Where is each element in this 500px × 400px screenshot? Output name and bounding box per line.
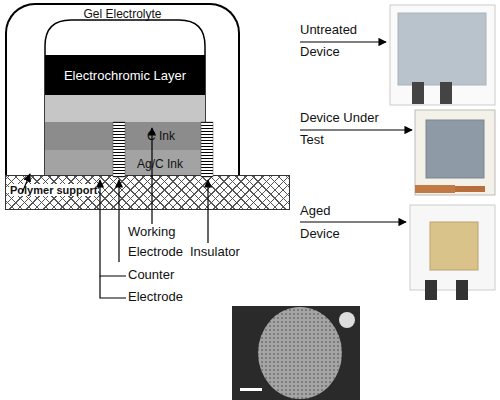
gel-electrolyte-outline: Gel ElectrolyteElectrochromic Layer C Ink… bbox=[5, 3, 240, 178]
photo-card bbox=[415, 110, 495, 195]
layer-label: Polymer support bbox=[9, 184, 98, 196]
photo-caption: Aged Device bbox=[300, 199, 350, 245]
contact-tab bbox=[425, 280, 437, 300]
contact-tab bbox=[440, 82, 452, 104]
leader-line bbox=[300, 129, 412, 130]
insulator-column bbox=[201, 122, 213, 177]
photo-caption: Untreated Device bbox=[300, 19, 370, 63]
scale-bar bbox=[240, 388, 262, 391]
leader-line bbox=[100, 276, 126, 298]
leader-line bbox=[100, 180, 126, 276]
sem-header bbox=[232, 300, 360, 306]
part-label: Counter Electrode bbox=[128, 264, 192, 308]
sem-inset bbox=[339, 312, 355, 328]
leader-line bbox=[300, 221, 406, 222]
electrochromic-layer: Electrochromic Layer bbox=[45, 55, 205, 95]
leader-line bbox=[151, 128, 152, 224]
layer-label: C Ink bbox=[147, 129, 175, 143]
part-label: Working Electrode bbox=[128, 222, 192, 262]
carbon-layer bbox=[45, 95, 205, 122]
leader-line bbox=[207, 180, 208, 243]
photo-caption: Device Under Test bbox=[300, 107, 390, 151]
contact-tab bbox=[412, 82, 424, 104]
sem-image bbox=[232, 300, 360, 400]
sem-particle bbox=[258, 307, 342, 399]
photo-card bbox=[390, 5, 495, 105]
device-window bbox=[426, 120, 484, 178]
gel-inner-outline bbox=[45, 20, 205, 178]
silver-carbon-ink-layer: Ag/C Ink bbox=[45, 150, 205, 177]
polymer-support: Polymer support bbox=[5, 175, 290, 210]
contact-tab bbox=[456, 280, 468, 300]
copper-tape bbox=[455, 186, 485, 192]
layer-label: Gel Electrolyte bbox=[7, 7, 238, 21]
leader-line bbox=[118, 180, 119, 262]
device-window bbox=[430, 222, 478, 270]
leader-line bbox=[22, 174, 30, 193]
insulator-column bbox=[113, 122, 125, 177]
copper-tape bbox=[415, 185, 455, 193]
device-window bbox=[398, 13, 486, 85]
photo-card bbox=[410, 205, 495, 290]
carbon-ink-layer: C Ink bbox=[45, 122, 205, 150]
layer-label: Ag/C Ink bbox=[137, 157, 183, 171]
leader-line bbox=[300, 41, 386, 42]
layer-label: Electrochromic Layer bbox=[64, 68, 186, 83]
part-label: Insulator bbox=[190, 242, 250, 262]
